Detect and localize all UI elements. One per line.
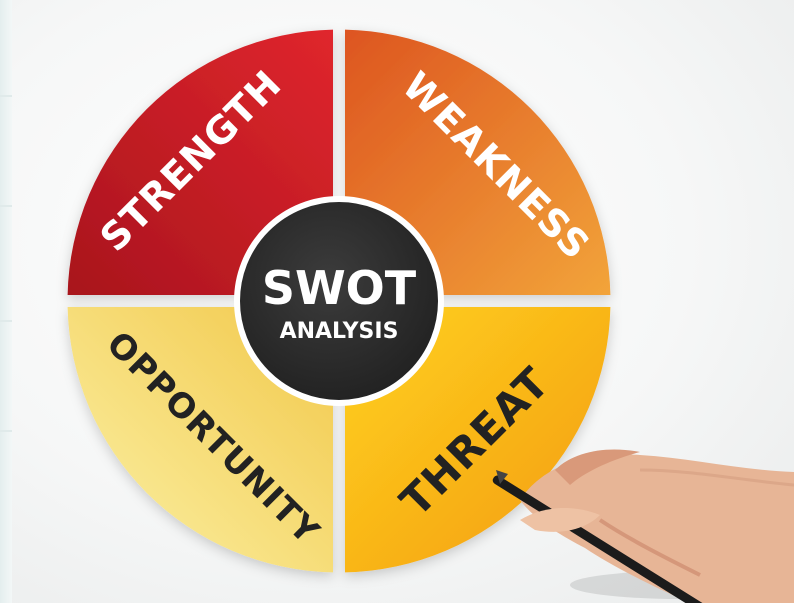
hand-with-pen-illustration	[492, 449, 794, 603]
center-circle	[234, 196, 444, 406]
left-edge-strip	[0, 0, 12, 603]
center-title: SWOT	[262, 261, 417, 315]
center-subtitle: ANALYSIS	[280, 319, 399, 344]
